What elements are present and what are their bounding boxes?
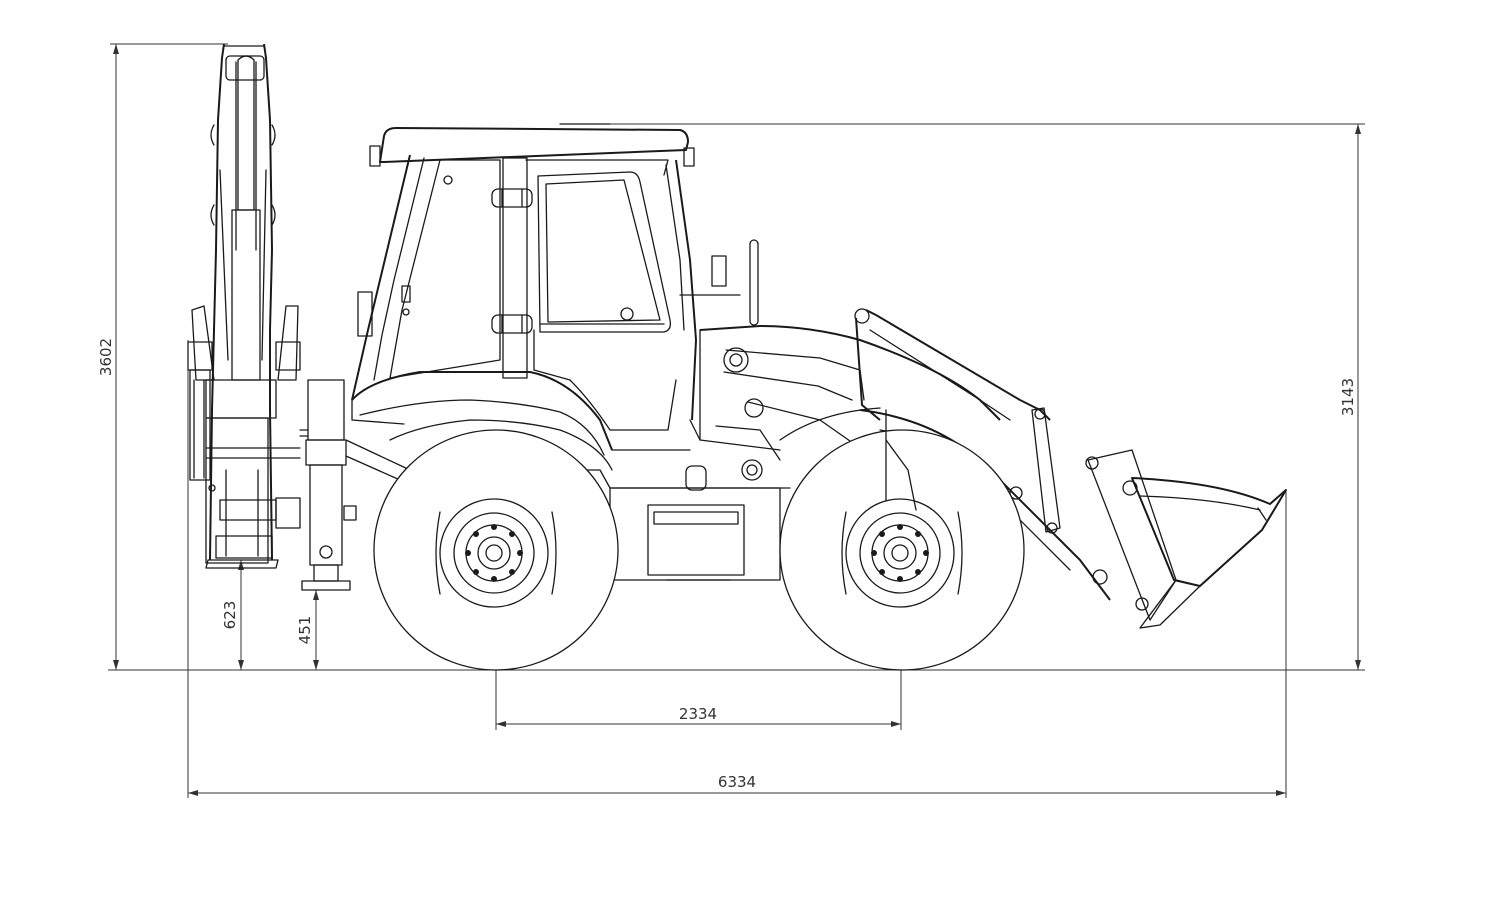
backhoe-arm <box>187 43 301 569</box>
wheelbase-label: 2334 <box>679 705 717 723</box>
operator-cab <box>351 123 759 456</box>
fenders <box>389 407 917 511</box>
cab-height-label: 3143 <box>1339 378 1357 416</box>
dimension-lines: 3602 3143 623 451 2334 6334 <box>97 43 1365 798</box>
stabilizer-clearance-label: 451 <box>296 616 314 645</box>
rear-wheel <box>373 429 619 671</box>
stabilizer-leg <box>299 379 357 591</box>
overall-length-label: 6334 <box>718 773 756 791</box>
front-loader <box>854 308 1287 629</box>
front-wheel <box>779 429 1025 671</box>
rear-clearance-label: 623 <box>221 601 239 630</box>
overall-height-label: 3602 <box>97 338 115 376</box>
